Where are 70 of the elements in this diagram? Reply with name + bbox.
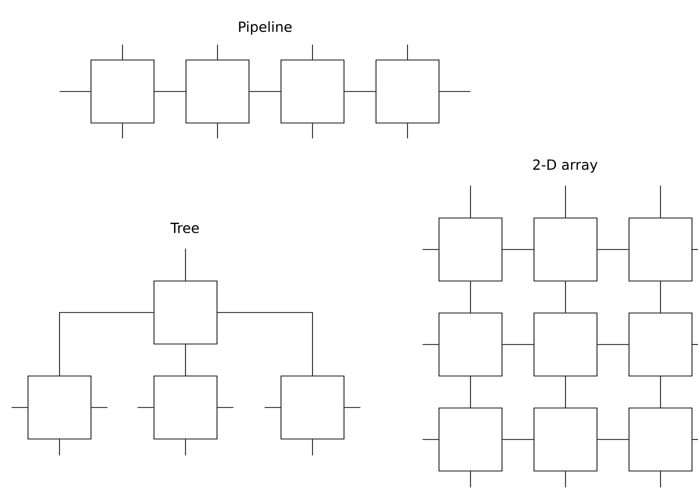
- connector-line: [565, 376, 566, 408]
- processor-box: [628, 408, 692, 472]
- stub-line: [312, 438, 313, 456]
- connector-line: [660, 280, 661, 313]
- stub-line: [660, 470, 661, 488]
- stub-line: [185, 438, 186, 456]
- stub-line: [122, 123, 123, 139]
- connector-line: [470, 280, 471, 313]
- processor-box: [438, 218, 502, 282]
- stub-line: [692, 249, 698, 250]
- stub-line: [470, 185, 471, 218]
- connector-line: [660, 376, 661, 408]
- stub-line: [407, 123, 408, 139]
- stub-line: [565, 185, 566, 218]
- stub-line: [11, 407, 28, 408]
- stub-line: [312, 44, 313, 60]
- stub-line: [312, 123, 313, 139]
- processor-box: [628, 218, 692, 282]
- connector-line: [597, 344, 629, 345]
- processor-box: [534, 312, 598, 376]
- stub-line: [422, 249, 439, 250]
- stub-line: [692, 344, 698, 345]
- stub-line: [422, 344, 439, 345]
- stub-line: [217, 123, 218, 139]
- stub-line: [439, 91, 471, 92]
- connector-line: [154, 91, 186, 92]
- connector-line: [470, 376, 471, 408]
- connector-line: [59, 312, 154, 376]
- section-title: Tree: [170, 222, 199, 234]
- processor-box: [154, 376, 218, 440]
- stub-line: [217, 44, 218, 60]
- connector-line: [217, 312, 313, 376]
- connector-line: [249, 91, 281, 92]
- connector-line: [502, 439, 534, 440]
- stub-line: [407, 44, 408, 60]
- stub-line: [137, 407, 154, 408]
- stub-line: [59, 91, 91, 92]
- stub-line: [692, 439, 698, 440]
- processor-box: [534, 408, 598, 472]
- processor-box: [376, 60, 440, 124]
- stub-line: [185, 248, 186, 281]
- connector-line: [502, 344, 534, 345]
- processor-box: [280, 376, 344, 440]
- section-title: 2-D array: [533, 159, 598, 173]
- stub-line: [470, 470, 471, 488]
- processor-box: [186, 60, 250, 124]
- processor-box: [438, 408, 502, 472]
- stub-line: [264, 407, 281, 408]
- processor-box: [280, 60, 344, 124]
- processor-box: [628, 312, 692, 376]
- section-title: Pipeline: [239, 21, 292, 35]
- connector-line: [565, 280, 566, 313]
- connector-line: [502, 249, 534, 250]
- processor-box: [438, 312, 502, 376]
- connector-line: [597, 249, 629, 250]
- stub-line: [660, 185, 661, 218]
- connector-line: [344, 91, 376, 92]
- stub-line: [217, 407, 234, 408]
- stub-line: [91, 407, 108, 408]
- processor-box: [154, 280, 218, 344]
- stub-line: [122, 44, 123, 60]
- stub-line: [422, 439, 439, 440]
- stub-line: [59, 438, 60, 456]
- processor-box: [534, 218, 598, 282]
- connector-line: [597, 439, 629, 440]
- processor-box: [28, 376, 92, 440]
- connector-line: [185, 344, 186, 376]
- stub-line: [344, 407, 361, 408]
- processor-box: [90, 60, 154, 124]
- stub-line: [565, 470, 566, 488]
